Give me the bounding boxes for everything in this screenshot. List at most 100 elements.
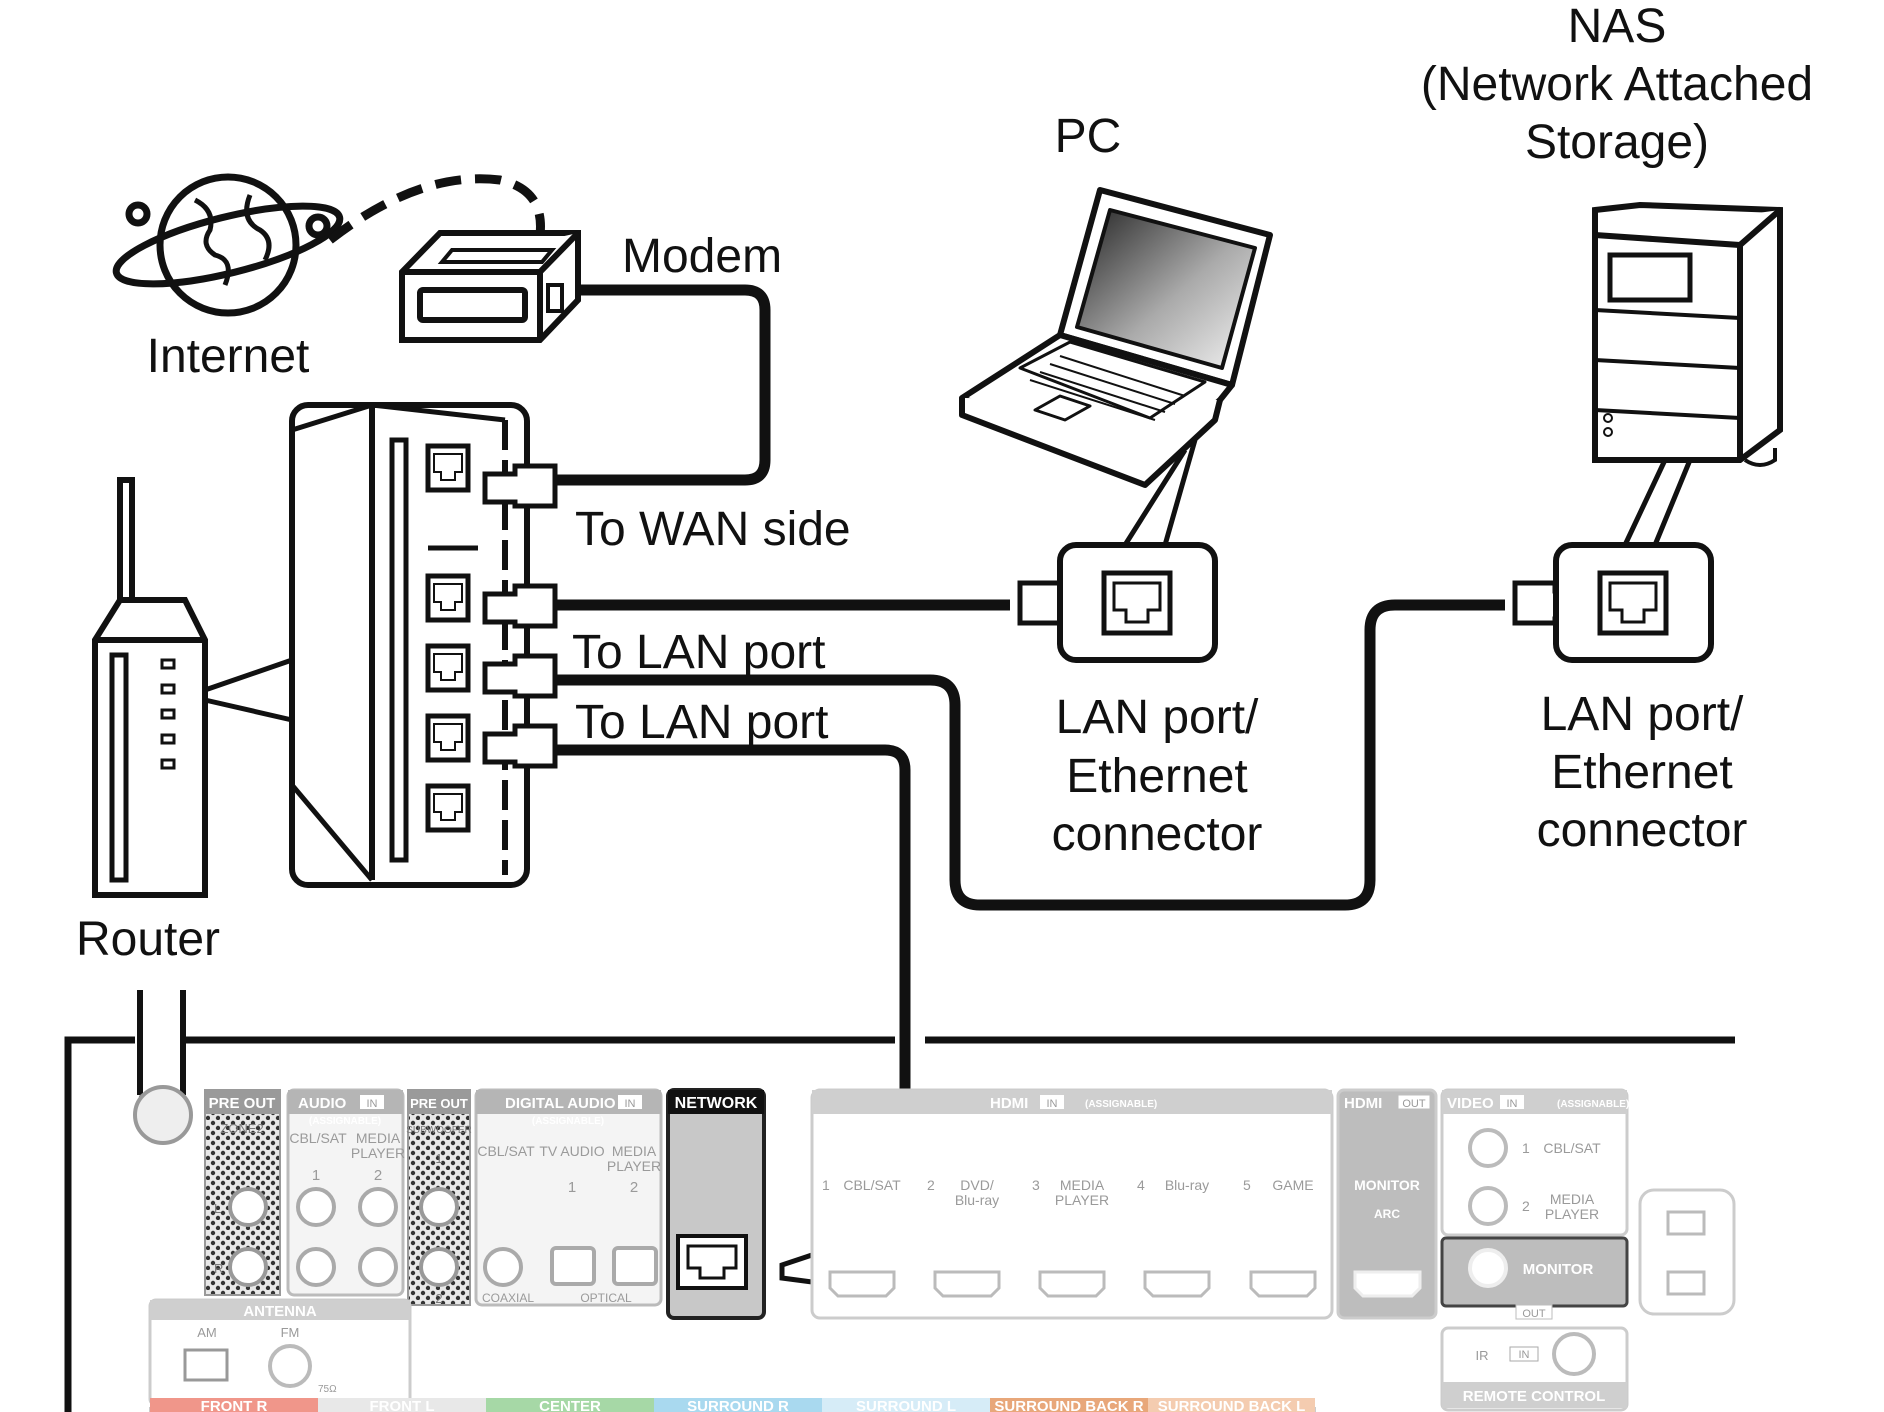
router-icon xyxy=(92,477,208,898)
pc-connector-label-line3: connector xyxy=(1052,808,1263,861)
video-input-label-line2: PLAYER xyxy=(1545,1206,1599,1222)
hdmi-input-number: 5 xyxy=(1243,1177,1251,1193)
ethernet-plug xyxy=(482,723,558,769)
digital-audio-header: DIGITAL AUDIO xyxy=(505,1095,616,1112)
pc-connector-label-line2: Ethernet xyxy=(1066,750,1247,803)
svg-text:SURROUND L: SURROUND L xyxy=(856,1398,956,1412)
modem-label: Modem xyxy=(622,230,782,283)
video-in-header: VIDEO xyxy=(1447,1095,1494,1112)
audio-col-player: PLAYER xyxy=(351,1145,405,1161)
hdmi-out-badge: OUT xyxy=(1402,1098,1426,1110)
hdmi-input-port[interactable] xyxy=(828,1270,896,1298)
router-lan-port xyxy=(425,643,471,693)
audio-col-cblsat: CBL/SAT xyxy=(289,1130,347,1146)
nas-label-line3: Storage) xyxy=(1525,116,1709,169)
lan-port-label-2: To LAN port xyxy=(575,696,828,749)
pre-out-zone2-header: PRE OUT xyxy=(209,1095,276,1112)
nas-connector-label-line2: Ethernet xyxy=(1551,746,1732,799)
antenna-header: ANTENNA xyxy=(243,1303,316,1320)
fm-label: FM xyxy=(281,1325,300,1340)
router-rear-callout xyxy=(289,402,530,888)
router-lan-port xyxy=(425,573,471,623)
video-assignable: (ASSIGNABLE) xyxy=(1557,1099,1629,1110)
svg-text:CENTER: CENTER xyxy=(539,1398,601,1412)
nas-connector-label-line3: connector xyxy=(1537,804,1748,857)
sub-num-1: 1 xyxy=(435,1151,442,1166)
zone2-r-label: R xyxy=(214,1261,223,1276)
audio-in-badge: IN xyxy=(367,1098,378,1110)
router-to-nas-cable xyxy=(555,599,1505,911)
speaker-terminal-label: SURROUND BACK R xyxy=(990,1398,1148,1412)
nas-lan-connector xyxy=(1553,542,1714,663)
video-in-badge: IN xyxy=(1507,1098,1518,1110)
video-input-jack[interactable] xyxy=(1468,1128,1508,1168)
audio-num-1: 1 xyxy=(312,1167,320,1184)
hdmi-out-port[interactable] xyxy=(1353,1270,1422,1298)
video-input-number: 2 xyxy=(1522,1198,1530,1214)
optical-label: OPTICAL xyxy=(580,1291,632,1305)
nas-connector-pointer xyxy=(1622,458,1693,547)
fm-ohm-label: 75Ω xyxy=(318,1384,337,1395)
internet-globe-icon xyxy=(112,173,344,317)
zone2-label: ZONE2 xyxy=(220,1121,263,1136)
digital-assignable: (ASSIGNABLE) xyxy=(532,1116,604,1127)
modem-icon xyxy=(399,230,581,343)
router-lan-port xyxy=(425,713,471,763)
sub-num-2: 2 xyxy=(435,1291,442,1306)
hdmi-assignable: (ASSIGNABLE) xyxy=(1085,1099,1157,1110)
speaker-terminal-label: FRONT R xyxy=(150,1398,318,1412)
router-zoom-pointer xyxy=(204,657,293,723)
digital-in-badge: IN xyxy=(625,1098,636,1110)
hdmi-input-number: 1 xyxy=(822,1177,830,1193)
video-monitor-label: MONITOR xyxy=(1523,1261,1594,1278)
digital-col-cblsat: CBL/SAT xyxy=(477,1143,535,1159)
ir-label: IR xyxy=(1476,1348,1489,1363)
wan-side-label: To WAN side xyxy=(575,503,851,556)
digital-num-1: 1 xyxy=(568,1179,576,1196)
svg-text:FRONT L: FRONT L xyxy=(370,1398,435,1412)
speaker-terminal-label: SURROUND BACK L xyxy=(1148,1398,1315,1412)
zone2-l-label: L xyxy=(214,1201,221,1216)
hdmi-input-label: DVD/ xyxy=(960,1177,994,1193)
speaker-terminal-label: CENTER xyxy=(486,1398,654,1412)
am-label: AM xyxy=(197,1325,217,1340)
hdmi-input-number: 4 xyxy=(1137,1177,1145,1193)
video-input-label: CBL/SAT xyxy=(1543,1140,1601,1156)
hdmi-in-header: HDMI xyxy=(990,1095,1028,1112)
hdmi-input-port[interactable] xyxy=(1038,1270,1106,1298)
nas-storage-icon xyxy=(1592,201,1783,467)
video-input-number: 1 xyxy=(1522,1140,1530,1156)
speaker-terminal-label: FRONT L xyxy=(318,1398,486,1412)
pc-lan-connector xyxy=(1057,542,1218,663)
pc-connector-pointer xyxy=(1122,439,1198,547)
coaxial-label: COAXIAL xyxy=(482,1291,534,1305)
ir-in-badge: IN xyxy=(1519,1349,1530,1361)
remote-control-label: REMOTE CONTROL xyxy=(1463,1388,1606,1405)
internet-label: Internet xyxy=(147,330,310,383)
video-input-jack[interactable] xyxy=(1468,1186,1508,1226)
nas-connector-label-line1: LAN port/ xyxy=(1541,688,1744,741)
hdmi-input-port[interactable] xyxy=(933,1270,1001,1298)
hdmi-input-port[interactable] xyxy=(1143,1270,1211,1298)
hdmi-input-port[interactable] xyxy=(1249,1270,1317,1298)
hdmi-input-label-line2: Blu-ray xyxy=(955,1192,999,1208)
hdmi-arc-label: ARC xyxy=(1374,1207,1400,1221)
speaker-terminals: FRONT R FRONT L CENTER SURROUND R SURROUND L… xyxy=(149,1398,1316,1412)
digital-col-tvaudio: TV AUDIO xyxy=(539,1143,604,1159)
digital-col-media: MEDIA xyxy=(612,1143,657,1159)
router-lan-port xyxy=(425,443,471,493)
network-lan-port[interactable] xyxy=(676,1234,748,1290)
network-header: NETWORK xyxy=(675,1095,758,1112)
hdmi-input-label: Blu-ray xyxy=(1165,1177,1209,1193)
audio-num-2: 2 xyxy=(374,1167,382,1184)
hdmi-monitor-label: MONITOR xyxy=(1354,1177,1420,1193)
speaker-terminal-label: SURROUND R xyxy=(654,1398,822,1412)
internet-link-dashed xyxy=(327,174,545,244)
ethernet-plug xyxy=(482,653,558,699)
speaker-terminal-label: SURROUND L xyxy=(822,1398,990,1412)
router-lan-port xyxy=(425,783,471,833)
receiver-rear-panel: PRE OUT ZONE2 L R AUDIO IN (ASSIGNABLE) … xyxy=(64,990,1736,1412)
hdmi-input-number: 3 xyxy=(1032,1177,1040,1193)
